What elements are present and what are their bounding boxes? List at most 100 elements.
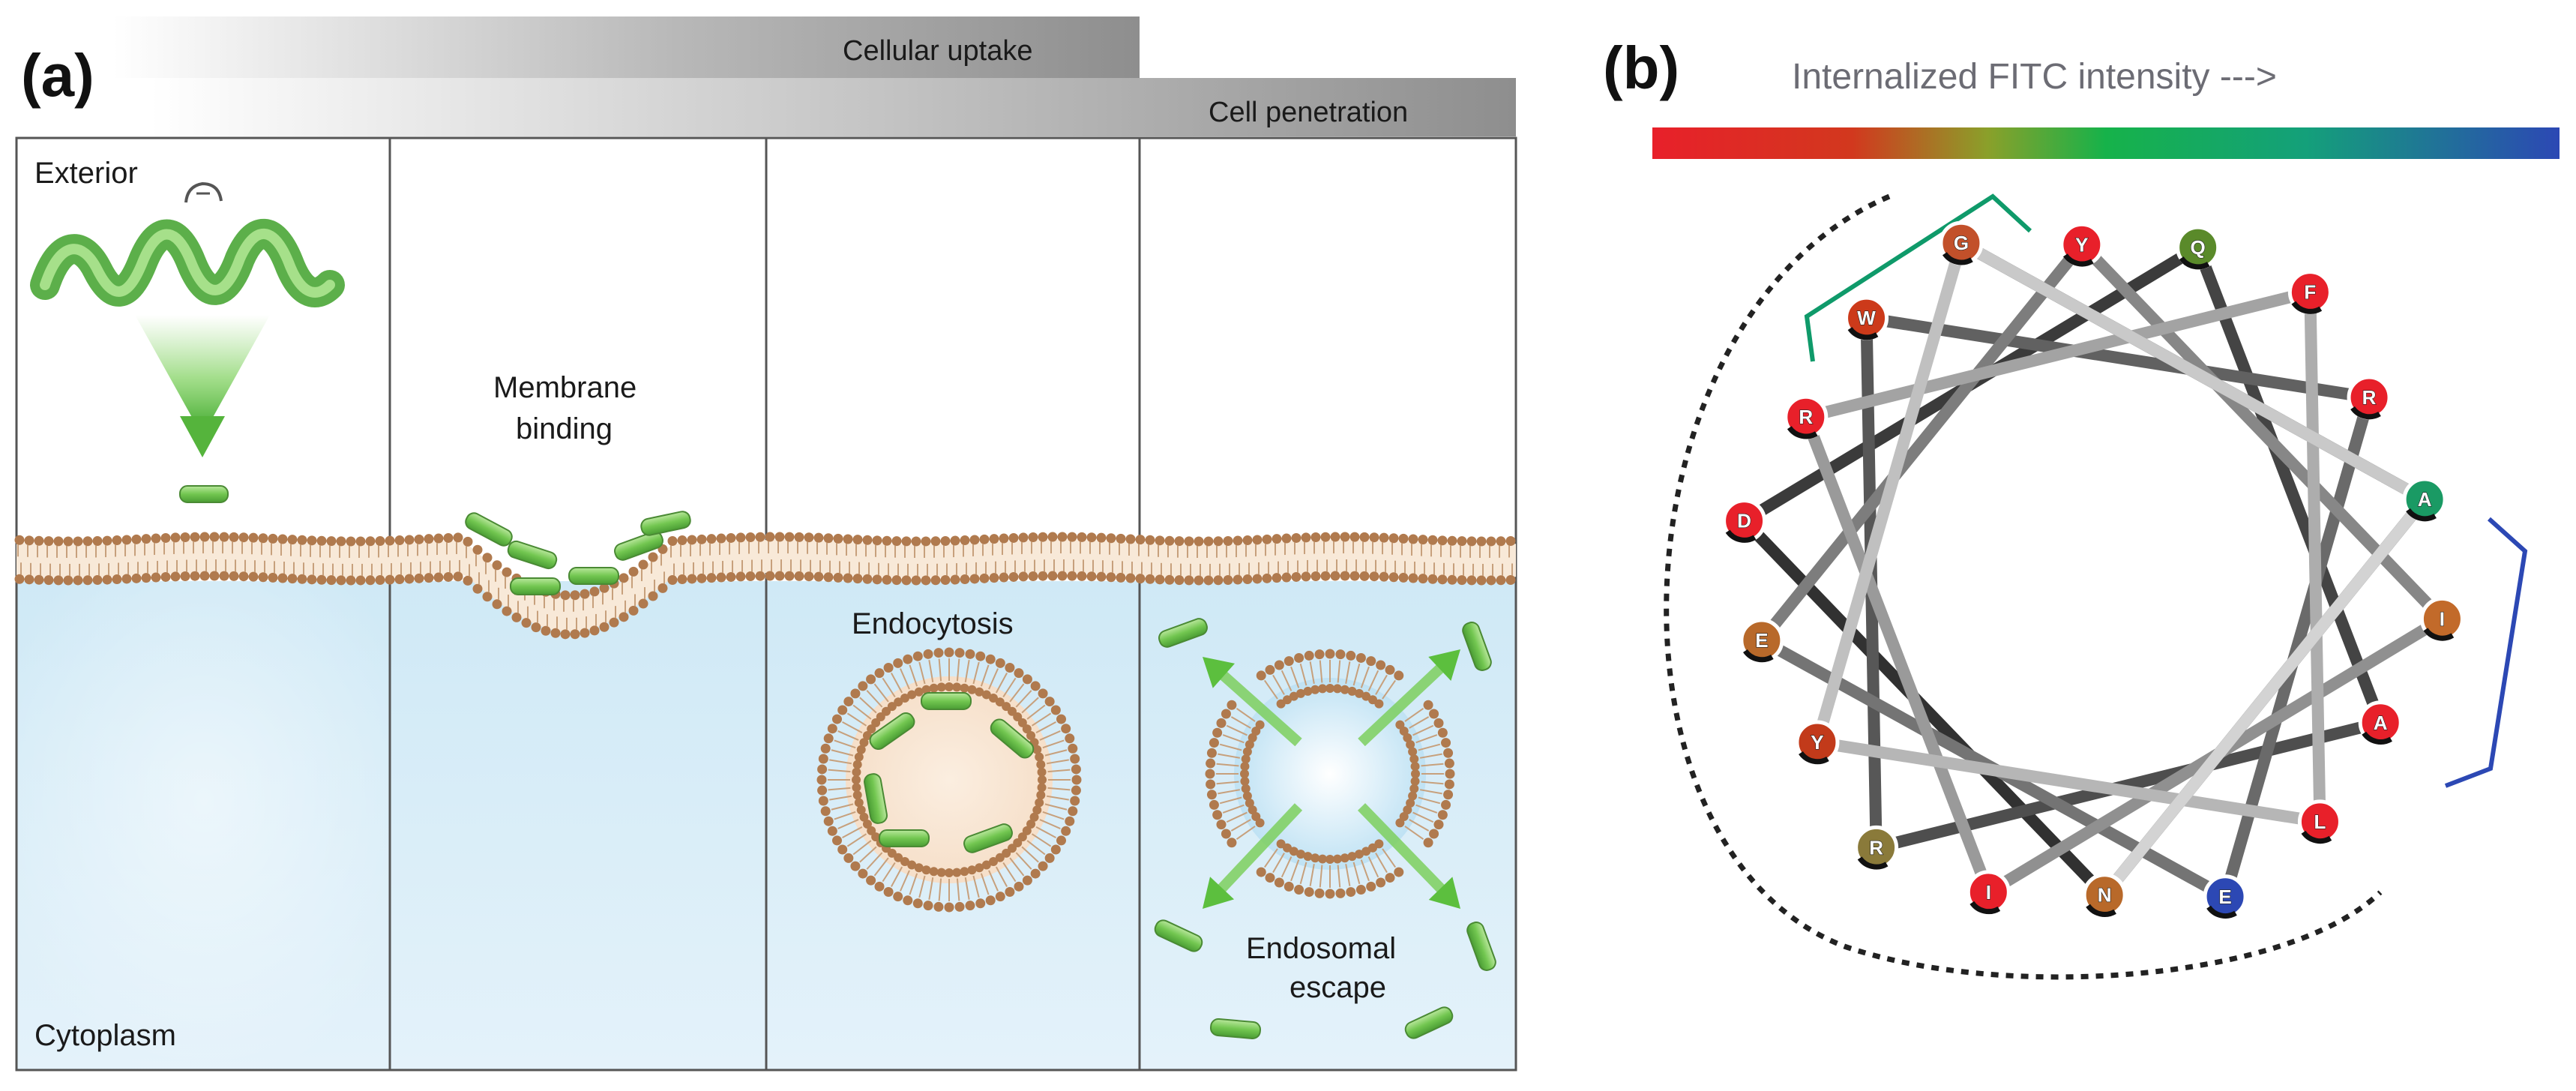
peptide-rod <box>568 567 619 585</box>
lipid-head <box>820 806 831 817</box>
lipid-head <box>1223 535 1233 546</box>
lipid-head <box>882 574 892 585</box>
residue-label: L <box>2314 811 2326 833</box>
lipid-head <box>1240 762 1250 772</box>
lipid-head <box>1388 533 1399 544</box>
lipid-head <box>1221 829 1231 839</box>
lipid-head <box>911 536 921 547</box>
lipid-head <box>1347 852 1357 862</box>
lipid-head <box>316 574 327 585</box>
lipid-head <box>1007 844 1017 853</box>
lipid-head <box>453 571 463 582</box>
lipid-head <box>170 532 181 543</box>
lipid-head <box>1005 887 1015 898</box>
lipid-head <box>1209 799 1219 810</box>
lipid-head <box>1444 779 1454 790</box>
lipid-head <box>1056 835 1067 846</box>
lipid-tail <box>1031 712 1052 727</box>
lipid-head <box>1227 700 1237 710</box>
lipid-head <box>365 575 376 586</box>
lipid-head <box>1310 532 1321 543</box>
lipid-head <box>1496 536 1506 547</box>
lipid-head <box>531 622 541 633</box>
lipid-head <box>1047 571 1058 581</box>
lipid-head <box>944 902 954 913</box>
lipid-head <box>755 532 765 542</box>
lipid-head <box>858 681 868 691</box>
lipid-head <box>950 535 960 546</box>
lipid-head <box>277 573 288 583</box>
lipid-head <box>823 572 834 583</box>
lipid-head <box>492 560 502 571</box>
peptide-rod <box>990 718 1035 759</box>
lipid-head <box>24 535 34 546</box>
lipid-tail <box>852 704 872 720</box>
lipid-head <box>1203 575 1214 586</box>
lipid-tail <box>1236 826 1256 841</box>
lipid-head <box>1281 572 1292 583</box>
lipid-head <box>1256 670 1266 681</box>
residue-label: Q <box>2191 236 2206 259</box>
lipid-head <box>560 629 571 640</box>
lipid-head <box>843 534 853 544</box>
lipid-head <box>921 865 931 875</box>
lipid-head <box>893 892 903 902</box>
lipid-head <box>307 574 317 585</box>
lipid-head <box>1036 760 1046 769</box>
lipid-head <box>995 697 1005 707</box>
lipid-tail <box>834 739 856 749</box>
lipid-head <box>648 552 658 562</box>
lipid-head <box>965 901 975 911</box>
lipid-tail <box>1263 679 1278 700</box>
lipid-head <box>823 533 834 544</box>
residue-label: Y <box>1811 731 1823 754</box>
lipid-tail <box>1226 724 1248 736</box>
lipid-head <box>472 583 483 594</box>
lipid-tail <box>1375 674 1388 695</box>
lipid-head <box>1368 843 1377 853</box>
lipid-head <box>463 575 473 586</box>
lipid-head <box>1213 536 1224 547</box>
lipid-head <box>837 844 848 855</box>
lipid-head <box>63 575 73 586</box>
lipid-head <box>726 571 736 582</box>
lipid-head <box>1242 791 1252 801</box>
lipid-head <box>696 573 707 583</box>
residue-label: E <box>1755 629 1768 652</box>
lipid-head <box>1026 730 1036 740</box>
lipid-head <box>424 573 434 583</box>
lipid-head <box>307 535 317 546</box>
lipid-head <box>1241 754 1251 764</box>
lipid-head <box>258 572 268 583</box>
lipid-tail <box>1021 697 1039 714</box>
lipid-head <box>900 857 909 867</box>
wheel-bond <box>2191 241 2387 729</box>
lipid-head <box>463 536 473 547</box>
helical-wheel-residues: RIADQARWREEYIIRFLYGAN <box>1722 220 2464 919</box>
lipid-head <box>190 571 200 581</box>
lipid-head <box>1408 534 1418 544</box>
lipid-head <box>34 574 44 585</box>
cell-membrane <box>14 532 1516 640</box>
lipid-head <box>813 532 824 543</box>
lipid-tail <box>873 857 889 877</box>
lipid-head <box>1304 650 1314 661</box>
lipid-head <box>609 617 619 628</box>
lipid-head <box>1361 691 1371 701</box>
lipid-head <box>862 730 872 740</box>
lipid-head <box>1427 535 1438 545</box>
lipid-head <box>521 618 532 628</box>
lipid-head <box>867 826 876 835</box>
lipid-tail <box>1290 666 1300 688</box>
lipid-head <box>1318 854 1328 864</box>
label-membrane-binding-line2: binding <box>516 412 613 445</box>
lipid-head <box>852 760 862 769</box>
lipid-head <box>1340 685 1349 694</box>
lipid-tail <box>1035 721 1056 734</box>
lipid-head <box>1032 805 1042 815</box>
lipid-head <box>229 532 239 542</box>
lipid-head <box>804 571 814 582</box>
lipid-tail <box>1415 804 1438 814</box>
lipid-head <box>1032 745 1042 754</box>
lipid-head <box>1296 850 1306 859</box>
